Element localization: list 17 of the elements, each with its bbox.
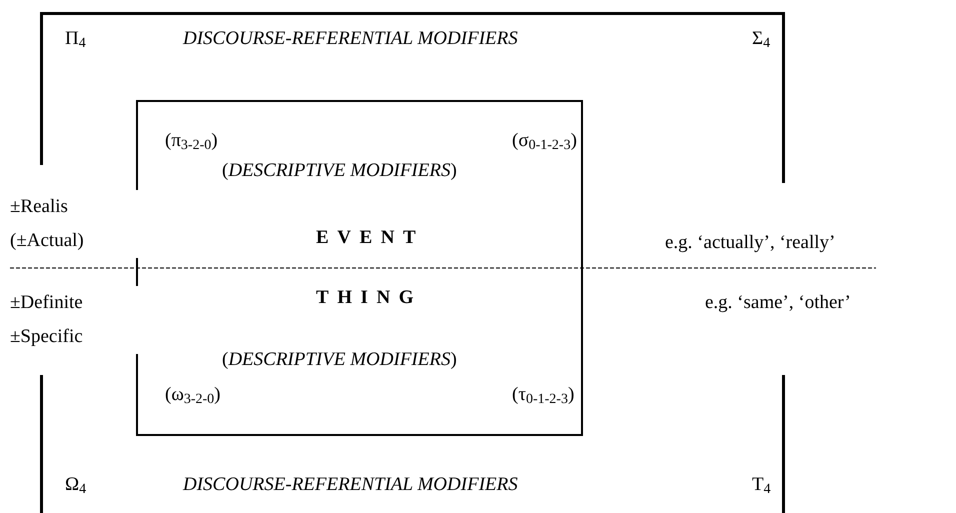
modifier-text: (DESCRIPTIVE MODIFIERS): [222, 349, 457, 371]
heading-text: DISCOURSE-REFERENTIAL MODIFIERS: [183, 474, 518, 496]
feature-label: ±Realis (±Actual): [10, 190, 140, 258]
corner-symbol: Ω$_{4}$: [65, 474, 86, 496]
operator-symbol: (σ$_{0-1-2-3}$): [512, 130, 577, 152]
category-text: EVENT: [316, 227, 424, 249]
corner-symbol: Σ$_{4}$: [752, 28, 770, 50]
inner-box: [136, 100, 583, 436]
corner-symbol: Π$_{4}$: [65, 28, 86, 50]
modifier-text: (DESCRIPTIVE MODIFIERS): [222, 160, 457, 182]
operator-symbol: (π$_{3-2-0}$): [165, 130, 218, 152]
operator-symbol: (τ$_{0-1-2-3}$): [512, 384, 574, 406]
operator-symbol: (ω$_{3-2-0}$): [165, 384, 220, 406]
feature-label: ±Definite ±Specific: [10, 286, 140, 354]
heading-text: DISCOURSE-REFERENTIAL MODIFIERS: [183, 28, 518, 50]
category-text: THING: [316, 287, 422, 309]
corner-symbol: T$_{4}$: [752, 474, 771, 496]
